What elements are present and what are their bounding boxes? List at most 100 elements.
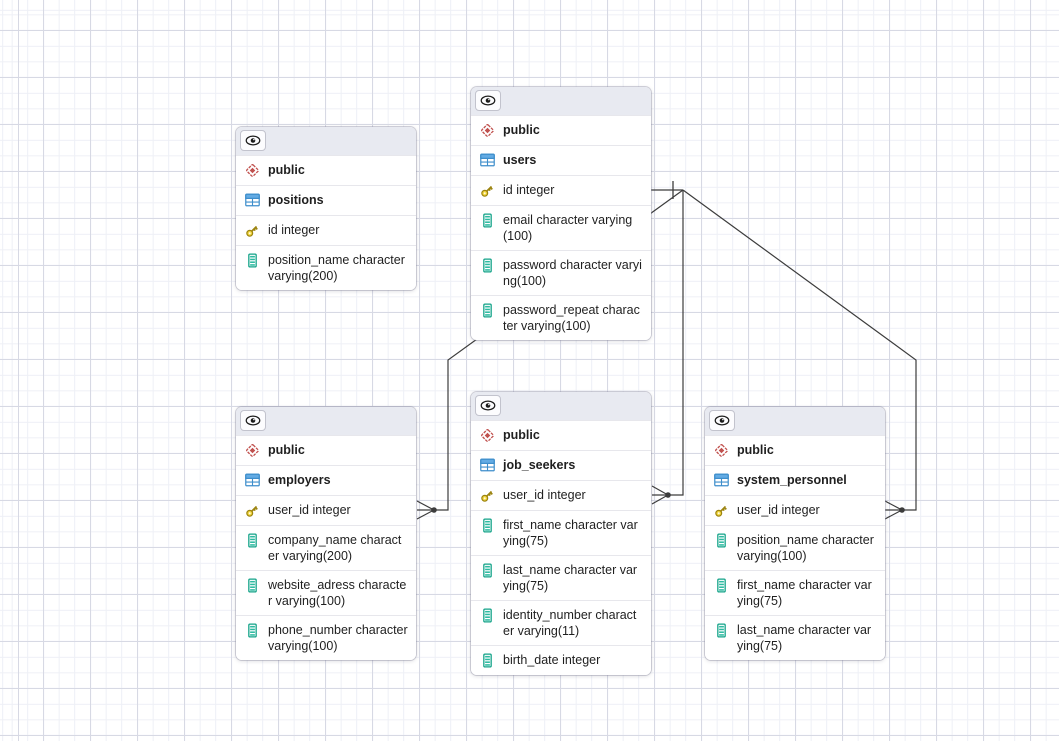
column-label: company_name character varying(200) — [268, 533, 402, 563]
table-header — [236, 127, 416, 155]
column-label: first_name character varying(75) — [503, 518, 638, 548]
column-label: last_name character varying(75) — [737, 623, 872, 653]
table-node-employers[interactable]: public employers user_id integer company… — [236, 407, 416, 660]
column-icon — [716, 533, 727, 548]
table-header — [236, 407, 416, 435]
primary-key-icon — [244, 503, 260, 519]
column-icon — [482, 608, 493, 623]
column-label: user_id integer — [737, 503, 820, 517]
column-icon — [247, 623, 258, 638]
column-label: position_name character varying(200) — [268, 253, 405, 283]
many-cardinality-marker-system-personnel — [884, 500, 903, 520]
table-header — [705, 407, 885, 435]
column-row: user_id integer — [471, 480, 651, 510]
schema-label: public — [737, 443, 774, 457]
column-label: identity_number character varying(11) — [503, 608, 637, 638]
table-name-label: users — [503, 153, 537, 167]
primary-key-icon — [479, 488, 495, 504]
details-toggle-button[interactable] — [240, 410, 266, 431]
schema-diamond-icon — [480, 123, 495, 138]
column-row: company_name character varying(200) — [236, 525, 416, 570]
column-icon — [482, 303, 493, 318]
column-row: birth_date integer — [471, 645, 651, 675]
details-toggle-button[interactable] — [475, 90, 501, 111]
column-row: first_name character varying(75) — [471, 510, 651, 555]
table-node-system-personnel[interactable]: public system_personnel user_id integer … — [705, 407, 885, 660]
details-toggle-button[interactable] — [475, 395, 501, 416]
column-row: phone_number character varying(100) — [236, 615, 416, 660]
column-row: id integer — [236, 215, 416, 245]
details-toggle-button[interactable] — [709, 410, 735, 431]
eye-icon — [480, 400, 496, 411]
column-icon — [482, 563, 493, 578]
table-name-row: employers — [236, 465, 416, 495]
column-icon — [247, 578, 258, 593]
table-name-label: system_personnel — [737, 473, 847, 487]
primary-key-icon — [244, 223, 260, 239]
column-icon — [716, 578, 727, 593]
column-row: password character varying(100) — [471, 250, 651, 295]
column-row: first_name character varying(75) — [705, 570, 885, 615]
schema-label: public — [268, 443, 305, 457]
column-row: password_repeat character varying(100) — [471, 295, 651, 340]
table-grid-icon — [245, 193, 260, 207]
column-label: phone_number character varying(100) — [268, 623, 408, 653]
schema-diamond-icon — [480, 428, 495, 443]
table-name-row: users — [471, 145, 651, 175]
table-node-users[interactable]: public users id integer email character … — [471, 87, 651, 340]
schema-row: public — [705, 435, 885, 465]
column-label: user_id integer — [268, 503, 351, 517]
schema-label: public — [268, 163, 305, 177]
column-label: id integer — [503, 183, 555, 197]
column-icon — [482, 258, 493, 273]
column-row: user_id integer — [236, 495, 416, 525]
table-grid-icon — [245, 473, 260, 487]
column-label: website_adress character varying(100) — [268, 578, 407, 608]
column-label: user_id integer — [503, 488, 586, 502]
table-name-label: employers — [268, 473, 331, 487]
schema-row: public — [471, 420, 651, 450]
column-label: first_name character varying(75) — [737, 578, 872, 608]
schema-row: public — [236, 435, 416, 465]
table-name-row: job_seekers — [471, 450, 651, 480]
column-icon — [482, 518, 493, 533]
column-row: identity_number character varying(11) — [471, 600, 651, 645]
schema-row: public — [236, 155, 416, 185]
column-row: email character varying(100) — [471, 205, 651, 250]
schema-row: public — [471, 115, 651, 145]
column-label: email character varying(100) — [503, 213, 633, 243]
column-label: last_name character varying(75) — [503, 563, 638, 593]
column-label: birth_date integer — [503, 653, 601, 667]
column-row: last_name character varying(75) — [705, 615, 885, 660]
column-icon — [247, 253, 258, 268]
one-cardinality-marker-users — [651, 181, 683, 199]
relationship-users-job-seekers — [651, 190, 684, 505]
table-grid-icon — [714, 473, 729, 487]
table-grid-icon — [480, 458, 495, 472]
primary-key-icon — [713, 503, 729, 519]
column-icon — [482, 213, 493, 228]
column-row: id integer — [471, 175, 651, 205]
column-icon — [716, 623, 727, 638]
column-row: position_name character varying(100) — [705, 525, 885, 570]
column-label: password character varying(100) — [503, 258, 642, 288]
eye-icon — [245, 415, 261, 426]
schema-diamond-icon — [714, 443, 729, 458]
schema-diamond-icon — [245, 443, 260, 458]
eye-icon — [245, 135, 261, 146]
eye-icon — [480, 95, 496, 106]
schema-label: public — [503, 123, 540, 137]
schema-label: public — [503, 428, 540, 442]
table-name-label: positions — [268, 193, 324, 207]
table-grid-icon — [480, 153, 495, 167]
details-toggle-button[interactable] — [240, 130, 266, 151]
column-label: password_repeat character varying(100) — [503, 303, 640, 333]
table-node-job-seekers[interactable]: public job_seekers user_id integer first… — [471, 392, 651, 675]
column-row: user_id integer — [705, 495, 885, 525]
table-node-positions[interactable]: public positions id integer position_nam… — [236, 127, 416, 290]
table-name-label: job_seekers — [503, 458, 576, 472]
column-row: website_adress character varying(100) — [236, 570, 416, 615]
eye-icon — [714, 415, 730, 426]
